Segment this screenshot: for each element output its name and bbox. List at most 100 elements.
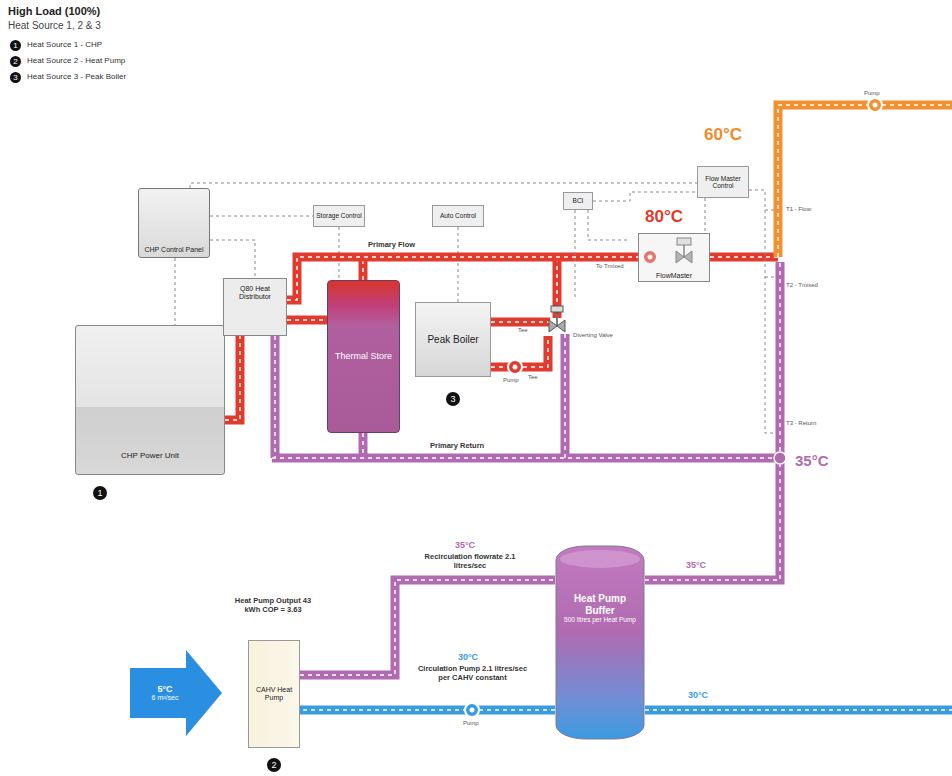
node-text: Storage Control	[316, 212, 362, 219]
pipe	[271, 336, 280, 458]
junction-dot	[774, 452, 786, 464]
legend-text: Heat Source 2 - Heat Pump	[27, 56, 125, 65]
orange-pipes	[778, 105, 952, 257]
tank-body	[556, 546, 644, 739]
legend-entry: Heat Source 2 - Heat Pump	[27, 56, 125, 66]
pipe-connector	[287, 320, 327, 321]
node-text: 500 litres per Heat Pump	[564, 616, 636, 623]
arrow-shape	[130, 650, 222, 736]
node-shape	[130, 650, 222, 736]
pipe	[778, 105, 952, 257]
pipe	[359, 433, 368, 458]
annotation: Primary Return	[430, 441, 484, 450]
control-wire	[593, 192, 697, 201]
annotation: To Tmixed	[596, 263, 624, 270]
flow-dash	[300, 580, 555, 675]
pump-symbol	[465, 703, 479, 717]
air-flow-arrow: 5°C6 m³/sec	[130, 650, 222, 736]
flow-dash	[362, 433, 363, 458]
annotation: Diverting Valve	[572, 332, 614, 339]
connector-line	[705, 198, 706, 233]
control-box: BCI	[563, 192, 593, 210]
pump-symbol	[868, 98, 882, 112]
connector-line	[210, 216, 313, 217]
node-text: 5°C	[157, 684, 172, 694]
node-text: BCI	[573, 197, 584, 204]
node-text: Peak Boiler	[427, 334, 478, 346]
annotation: Tee	[518, 327, 528, 334]
annotation: Heat Pump Output 43 kWh COP = 3.63	[228, 596, 318, 614]
legend-entry: Heat Source 1 - CHP	[27, 40, 102, 50]
flow-dash	[645, 262, 780, 580]
annotation: 35°C	[795, 452, 829, 470]
pipe	[561, 334, 570, 458]
control-wire	[190, 183, 697, 188]
diverting-valve	[549, 306, 565, 332]
callout-number: 2	[10, 56, 21, 67]
heat-distributor: Q80 Heat Distributor	[223, 278, 287, 336]
control-wire	[175, 258, 176, 325]
legend-text: Heat Source 1 - CHP	[27, 40, 102, 49]
connector-line	[300, 706, 555, 715]
callout-number: 3	[10, 72, 21, 83]
annotation: Pump	[864, 90, 880, 97]
flowmaster-unit: FlowMaster	[638, 233, 710, 282]
pipe-connector	[300, 580, 555, 675]
node-text: Flow Master Control	[700, 175, 746, 190]
annotation: T1 - Flow	[786, 206, 811, 213]
node-shape	[555, 545, 645, 740]
node-text: 6 m³/sec	[152, 694, 179, 702]
connector-line	[287, 316, 327, 325]
annotation: 35°C	[686, 560, 706, 571]
node-text: Q80 Heat Distributor	[227, 285, 283, 301]
sensor-wire	[765, 277, 776, 278]
heat-pump-unit: CAHV Heat Pump	[248, 640, 300, 748]
annotation: T3 - Return	[786, 420, 816, 427]
node-text: Auto Control	[440, 212, 476, 219]
connector-line	[300, 580, 555, 675]
annotation: 35°C	[455, 540, 475, 551]
flow-dash	[710, 256, 778, 257]
sensor-wire	[575, 210, 576, 300]
callout-number: 3	[446, 392, 460, 406]
annotation: Tee	[528, 374, 538, 381]
pipe	[645, 262, 780, 580]
annotation: Circulation Pump 2.1 litres/sec per CAHV…	[415, 664, 530, 682]
sensor-wires	[575, 190, 776, 433]
tank-top	[560, 550, 640, 568]
callout-number: 2	[267, 758, 281, 772]
annotation: 80°C	[645, 207, 683, 227]
control-wire	[458, 227, 459, 302]
control-box: Storage Control	[313, 205, 365, 227]
buffer-tank: Heat Pump Buffer500 litres per Heat Pump	[555, 545, 645, 740]
control-box: Auto Control	[432, 205, 484, 227]
pipe-connector	[300, 710, 555, 711]
pipe	[491, 318, 550, 327]
flow-dash	[491, 321, 550, 322]
annotation: Primary Flow	[368, 240, 415, 249]
sensor-wire	[588, 210, 630, 240]
sensor-wire	[765, 210, 776, 211]
annotation: Recirculation flowrate 2.1 litres/sec	[415, 552, 525, 570]
flow-dash	[272, 457, 780, 458]
node-text: CHP Control Panel	[144, 246, 203, 254]
diagram-title: High Load (100%)	[8, 5, 100, 18]
connector-line	[458, 227, 459, 302]
callout-number: 1	[10, 40, 21, 51]
pipe	[710, 253, 778, 262]
annotation: Pump	[503, 377, 519, 384]
thermal-store: Thermal Store	[327, 280, 400, 433]
node-text: Heat Pump Buffer	[561, 593, 639, 616]
node-text: CAHV Heat Pump	[252, 686, 296, 702]
control-box: Flow Master Control	[697, 166, 749, 198]
control-panel: CHP Control Panel	[138, 188, 210, 258]
chp-unit: CHP Power Unit	[75, 325, 225, 475]
node-text: FlowMaster	[656, 272, 692, 280]
purple-pipes	[272, 262, 780, 580]
blue-pipes	[645, 710, 952, 711]
annotation: T2 - Tmixed	[786, 282, 818, 289]
annotation: 30°C	[688, 690, 708, 701]
control-wire	[705, 198, 706, 233]
flow-dash	[564, 334, 565, 458]
